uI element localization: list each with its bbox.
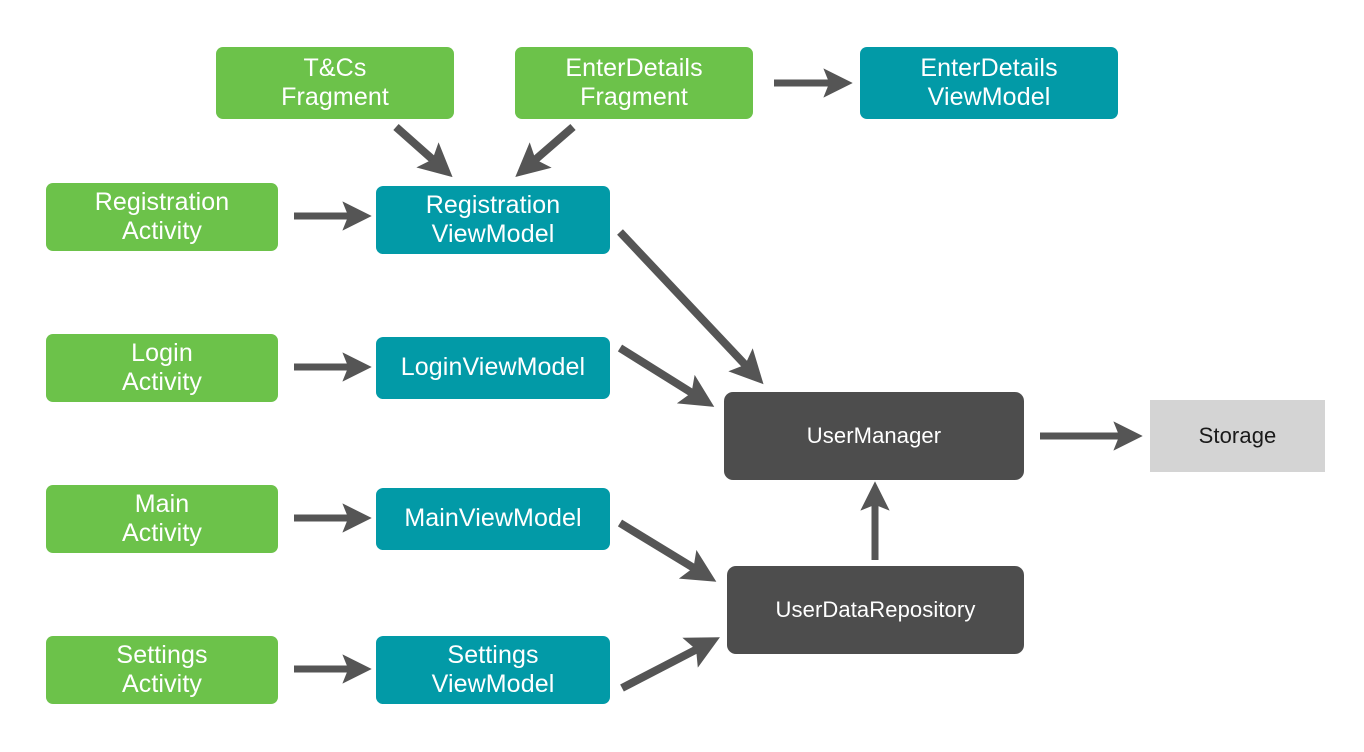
node-label: Registration ViewModel: [425, 190, 561, 249]
node-label: Login Activity: [122, 338, 202, 397]
node-settings-viewmodel[interactable]: Settings ViewModel: [376, 636, 610, 704]
node-label: UserDataRepository: [775, 597, 976, 623]
node-label: Settings ViewModel: [431, 640, 555, 699]
edge-registration-viewmodel-to-user-manager: [617, 229, 764, 385]
node-enterdetails-fragment[interactable]: EnterDetails Fragment: [515, 47, 753, 119]
node-label: T&Cs Fragment: [281, 53, 389, 112]
edge-main-viewmodel-to-user-data-repository: [617, 519, 717, 582]
node-user-manager[interactable]: UserManager: [724, 392, 1024, 480]
node-label: Storage: [1198, 423, 1277, 449]
node-label: UserManager: [806, 423, 942, 449]
node-label: Registration Activity: [94, 187, 230, 246]
node-label: Main Activity: [122, 489, 202, 548]
node-tcs-fragment[interactable]: T&Cs Fragment: [216, 47, 454, 119]
node-main-viewmodel[interactable]: MainViewModel: [376, 488, 610, 550]
node-label: EnterDetails Fragment: [565, 53, 703, 112]
edge-tcs-to-registration-viewmodel: [393, 124, 453, 178]
node-settings-activity[interactable]: Settings Activity: [46, 636, 278, 704]
node-registration-activity[interactable]: Registration Activity: [46, 183, 278, 251]
node-label: EnterDetails ViewModel: [920, 53, 1058, 112]
node-user-data-repository[interactable]: UserDataRepository: [727, 566, 1024, 654]
node-login-activity[interactable]: Login Activity: [46, 334, 278, 402]
node-label: LoginViewModel: [400, 353, 586, 382]
node-registration-viewmodel[interactable]: Registration ViewModel: [376, 186, 610, 254]
node-label: MainViewModel: [404, 504, 582, 533]
node-storage[interactable]: Storage: [1150, 400, 1325, 472]
node-login-viewmodel[interactable]: LoginViewModel: [376, 337, 610, 399]
edge-enterdetails-fragment-to-registration-viewmodel: [515, 123, 576, 178]
edge-login-viewmodel-to-user-manager: [617, 344, 715, 407]
node-label: Settings Activity: [116, 640, 208, 699]
node-main-activity[interactable]: Main Activity: [46, 485, 278, 553]
node-enterdetails-viewmodel[interactable]: EnterDetails ViewModel: [860, 47, 1118, 119]
edge-settings-viewmodel-to-user-data-repository: [620, 637, 720, 692]
